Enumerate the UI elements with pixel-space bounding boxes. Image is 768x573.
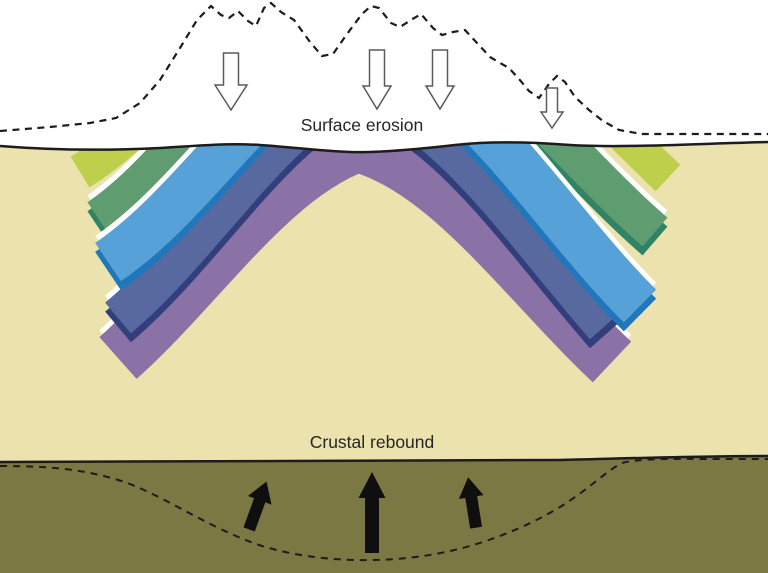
up-solid-arrow-icon [458,477,484,529]
rebound-arrows-group [243,472,484,553]
stratum-slate [105,142,621,340]
down-block-arrow-icon [539,87,565,130]
stratum-blue [94,142,657,323]
down-block-arrow-icon [361,49,393,111]
up-solid-arrow-icon [243,481,272,532]
down-block-arrow-icon [213,52,249,112]
surface-erosion-label: Surface erosion [301,115,424,135]
crust-mantle-boundary-line [0,454,768,464]
mantle-block [0,456,768,573]
down-block-arrow-icon [424,49,456,111]
erosion-surface-line [0,140,768,154]
up-solid-arrow-icon [358,472,386,553]
folded-strata-group [70,142,681,383]
former-topography-outline [0,1,768,136]
erosion-arrows-group [213,49,565,130]
crustal-rebound-label: Crustal rebound [310,432,435,452]
